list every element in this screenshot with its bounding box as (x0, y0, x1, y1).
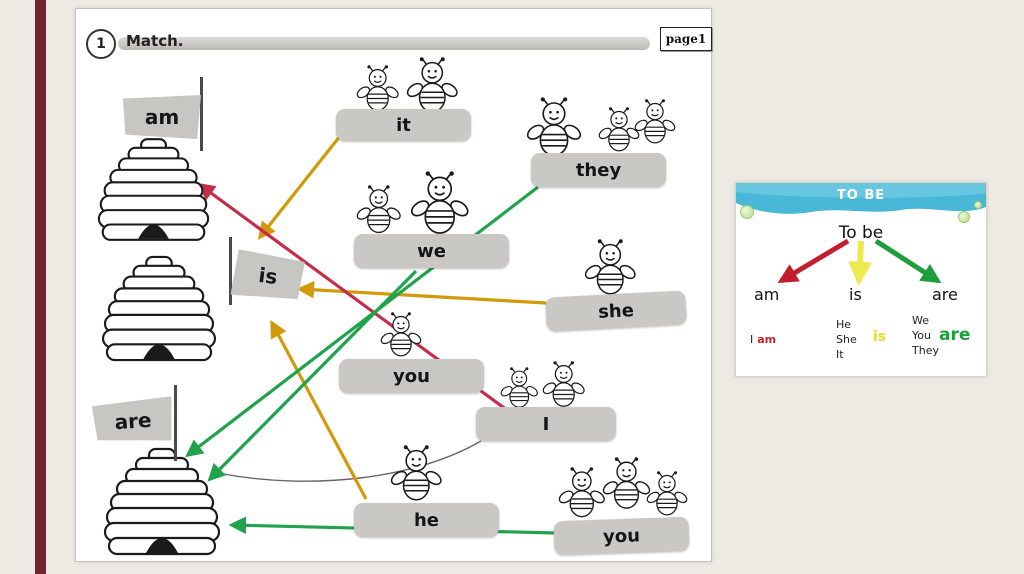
pronoun-i: I (750, 333, 754, 346)
bubble-icon (740, 205, 754, 219)
flag-is: is (230, 249, 305, 303)
word-card-you-mid: you (339, 359, 484, 393)
verb-is: is (873, 329, 887, 345)
flag-are: are (92, 396, 175, 445)
exercise-number-badge: 1 (86, 29, 116, 59)
example-is-pronouns: He She It (836, 317, 857, 362)
pronoun-she: She (836, 333, 857, 346)
bees-i-icon (496, 361, 606, 413)
word-card-they: they (531, 153, 666, 187)
beehive-am (97, 138, 210, 241)
left-accent-stripe (35, 0, 46, 574)
pronoun-we: We (912, 314, 929, 327)
instruction-text: Match. (126, 32, 184, 50)
arrow-he-to-is (270, 319, 368, 500)
verb-am: am (757, 333, 777, 346)
arrow-tobe-are (874, 238, 942, 284)
tobe-header-title: TO BE (836, 188, 886, 203)
example-are-pronouns: We You They (912, 313, 939, 358)
verb-are: are (939, 325, 971, 345)
page-label: page1 (660, 27, 712, 51)
worksheet-panel: 1 Match. page1 am (75, 8, 712, 562)
pronoun-they: They (912, 344, 939, 357)
flag-am: am (123, 95, 201, 139)
word-card-she: she (545, 290, 687, 332)
beehive-are (103, 447, 221, 556)
wave-header-graphic (736, 183, 986, 214)
tobe-reference-panel: TO BE To be am is are I am (735, 182, 987, 377)
arrow-tobe-is (847, 240, 872, 286)
word-card-it: it (336, 109, 471, 141)
example-am: I am (750, 333, 776, 346)
bees-we-icon (348, 171, 503, 241)
pronoun-he: He (836, 318, 852, 331)
pronoun-it: It (836, 348, 844, 361)
form-is: is (849, 285, 862, 304)
arrow-tobe-am (777, 238, 850, 284)
bees-he-icon (384, 445, 474, 507)
bubble-icon (958, 211, 970, 223)
tobe-title: To be (838, 223, 884, 243)
flagpole-is (229, 237, 232, 305)
arrow-it-to-is (257, 130, 346, 240)
arrow-she-to-is (296, 281, 547, 305)
tobe-arrows-graphic (777, 238, 942, 286)
word-card-you-bottom: you (553, 516, 690, 556)
bees-you-mid-icon (376, 312, 446, 364)
pronoun-you: You (912, 329, 931, 342)
beehive-is (101, 255, 217, 362)
bubble-icon (974, 201, 982, 209)
header-bar (118, 37, 650, 50)
flagpole-are (174, 385, 177, 461)
bees-you-bottom-icon (554, 457, 694, 523)
word-card-we: we (354, 234, 509, 268)
form-am: am (754, 285, 780, 304)
flagpole-am (200, 77, 203, 151)
word-card-i: I (476, 407, 616, 441)
word-card-he: he (354, 503, 499, 537)
form-are: are (932, 285, 958, 304)
bees-they-icon (526, 91, 681, 161)
